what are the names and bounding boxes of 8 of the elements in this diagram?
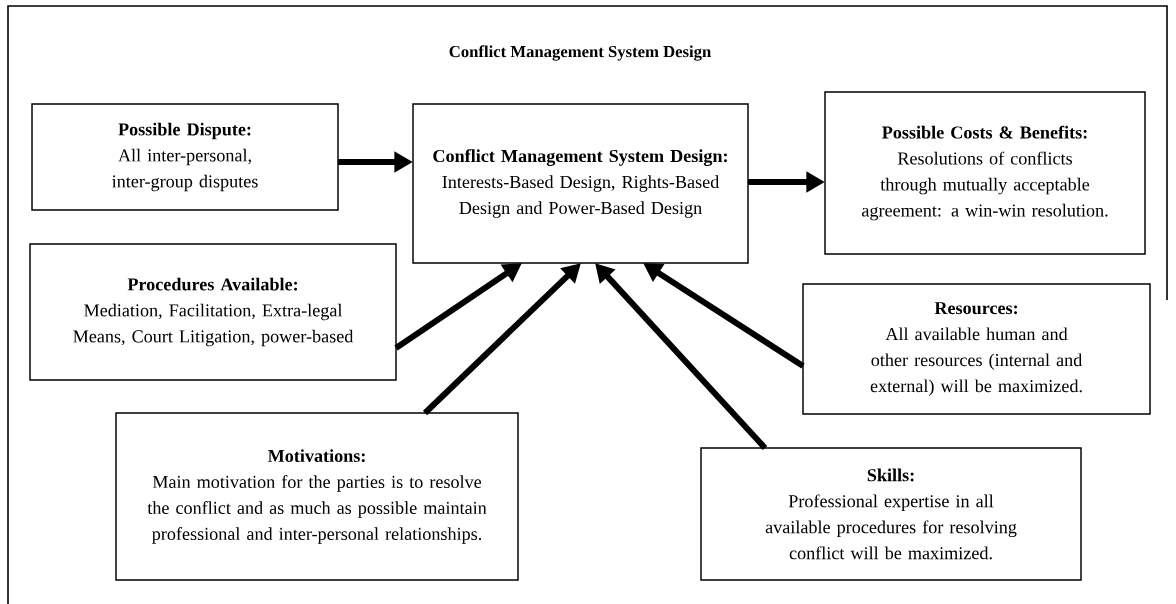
text-box: Procedures Available: Mediation, Facilitation, Extra-legal Means, Court Litigation, power-based: [29, 243, 397, 381]
text-box: Motivations: Main motivation for the parties is to resolve the conflict and as much as possible maintain professional and inter-personal relationships.: [115, 412, 519, 581]
text-box: Resources: All available human and other resources (internal and external) will be maximized.: [802, 283, 1151, 415]
text-box: Conflict Management System Design: Interests-Based Design, Rights-Based Design and Power-Based Design: [412, 103, 749, 264]
text-box: Possible Costs & Benefits: Resolutions of conflicts through mutually acceptable agreement: a win-win resolution.: [824, 91, 1146, 255]
text-box: Skills: Professional expertise in all available procedures for resolving conflict will be maximized.: [700, 447, 1082, 581]
diagram-title: Conflict Management System Design: [449, 45, 711, 61]
text-box: Possible Dispute: All inter-personal, inter-group disputes: [31, 103, 339, 211]
